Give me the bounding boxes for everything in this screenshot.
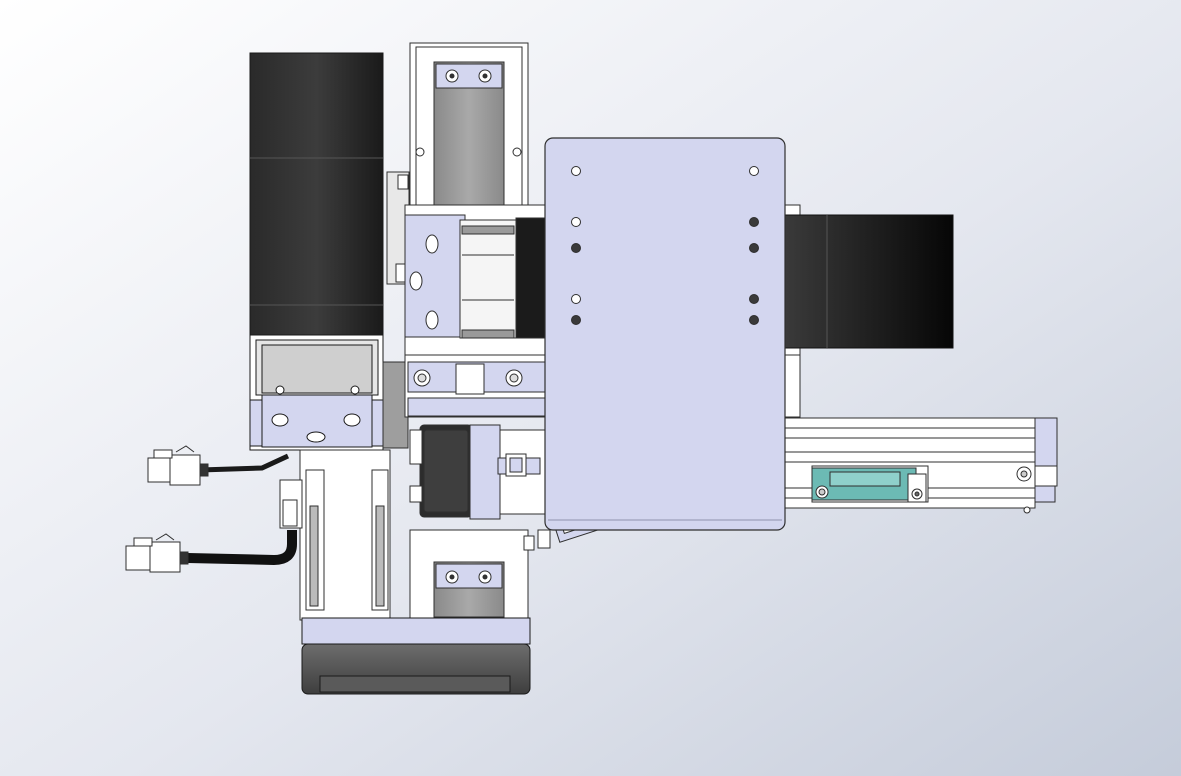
plate-holes (571, 166, 759, 325)
cable-connector-lower (125, 530, 297, 573)
motor-left (249, 52, 385, 451)
belt-block-top (409, 42, 529, 209)
cable-connector-upper (147, 445, 290, 486)
sensor-bracket (811, 465, 929, 503)
carriage-plate (544, 137, 786, 531)
lower-left-column (279, 449, 391, 621)
bottom-belt-block (409, 529, 551, 619)
bottom-motor-housing (301, 617, 531, 695)
stepper-small (409, 424, 547, 520)
motor-right (784, 214, 954, 349)
